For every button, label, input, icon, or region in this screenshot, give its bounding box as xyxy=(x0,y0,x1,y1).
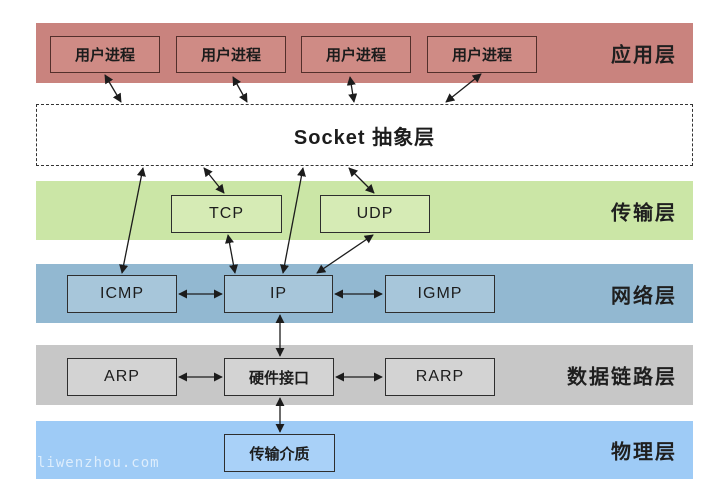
layer-band-physical: 物理层 xyxy=(36,421,693,479)
layer-label-network: 网络层 xyxy=(611,285,677,307)
layer-label-datalink: 数据链路层 xyxy=(567,366,677,389)
layer-band-socket: Socket 抽象层 xyxy=(36,104,693,166)
socket-layer-label: Socket 抽象层 xyxy=(293,126,436,149)
box-user-process-3: 用户进程 xyxy=(301,36,411,73)
layer-label-application: 应用层 xyxy=(611,44,677,67)
box-tcp: TCP xyxy=(171,195,282,233)
box-user-process-2: 用户进程 xyxy=(176,36,286,73)
box-user-process-4: 用户进程 xyxy=(427,36,537,73)
box-icmp: ICMP xyxy=(67,275,177,313)
box-user-process-1: 用户进程 xyxy=(50,36,160,73)
layer-label-transport: 传输层 xyxy=(611,202,677,224)
box-igmp: IGMP xyxy=(385,275,495,313)
box-arp: ARP xyxy=(67,358,177,396)
box-hardware-interface: 硬件接口 xyxy=(224,358,334,396)
watermark: liwenzhou.com xyxy=(37,455,160,471)
layer-label-physical: 物理层 xyxy=(611,441,677,464)
box-transmission-medium: 传输介质 xyxy=(224,434,335,472)
box-udp: UDP xyxy=(320,195,430,233)
box-ip: IP xyxy=(224,275,333,313)
box-rarp: RARP xyxy=(385,358,495,396)
